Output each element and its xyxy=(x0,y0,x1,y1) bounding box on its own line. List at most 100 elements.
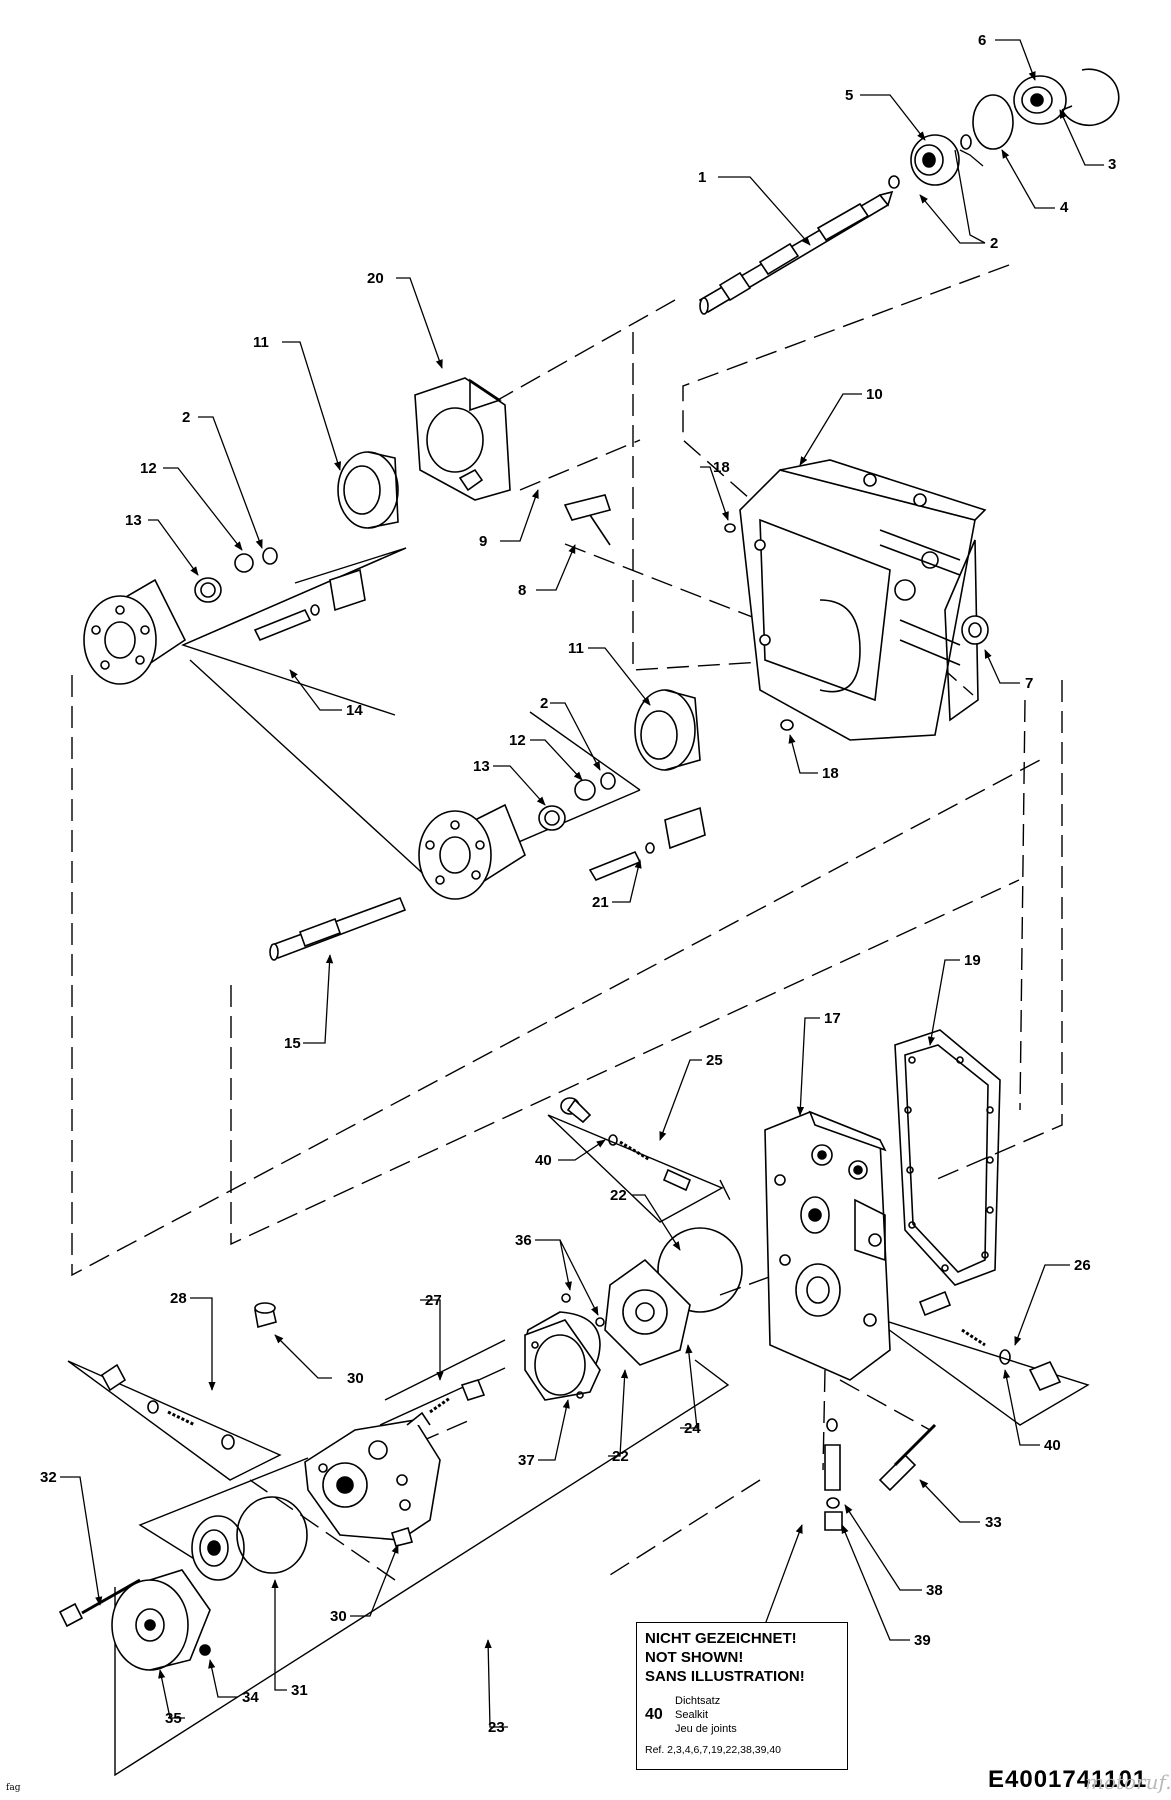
ring-12a xyxy=(234,553,254,573)
charge-pump-24 xyxy=(604,1258,691,1366)
callout-20: 20 xyxy=(367,270,384,287)
ring-2c xyxy=(600,772,616,790)
callout-18: 18 xyxy=(822,765,839,782)
sealkit-en: Sealkit xyxy=(675,1709,709,1721)
pin-36 xyxy=(561,1293,605,1327)
callout-13: 13 xyxy=(473,758,490,775)
callout-8: 8 xyxy=(518,582,527,599)
plug-30b xyxy=(391,1526,413,1547)
callout-37: 37 xyxy=(518,1452,535,1469)
callout-6: 6 xyxy=(978,32,987,49)
callout-2: 2 xyxy=(540,695,549,712)
bolt-33 xyxy=(878,1423,937,1492)
callout-1: 1 xyxy=(698,169,707,186)
callout-26: 26 xyxy=(1074,1257,1091,1274)
nut-9 xyxy=(458,468,484,492)
callout-21: 21 xyxy=(592,894,609,911)
cylinder-block-21 xyxy=(418,803,526,900)
callout-28: 28 xyxy=(170,1290,187,1307)
bearing-31 xyxy=(191,1515,245,1581)
notice-line-de: NICHT GEZEICHNET! xyxy=(645,1630,797,1647)
valve-27-parts xyxy=(406,1379,486,1426)
fan-hub-35 xyxy=(111,1569,211,1671)
input-shaft-15 xyxy=(269,896,407,961)
callout-36: 36 xyxy=(515,1232,532,1249)
notice-line-en: NOT SHOWN! xyxy=(645,1649,744,1666)
callout-34: 34 xyxy=(242,1689,259,1706)
dowel-18a xyxy=(724,523,736,533)
corner-mark: fag xyxy=(6,1783,21,1793)
washer-4 xyxy=(972,94,1014,150)
callout-19: 19 xyxy=(964,952,981,969)
o-ring-22a xyxy=(657,1227,743,1313)
callout-27: 27 xyxy=(425,1292,442,1309)
callout-17: 17 xyxy=(824,1010,841,1027)
sealkit-ref: Ref. 2,3,4,6,7,19,22,38,39,40 xyxy=(645,1744,782,1756)
o-ring-38 xyxy=(826,1497,840,1509)
output-shaft xyxy=(698,190,894,315)
callout-30: 30 xyxy=(330,1608,347,1625)
callout-22: 22 xyxy=(610,1187,627,1204)
spring-13b xyxy=(538,805,566,831)
center-section-17 xyxy=(764,1110,891,1381)
spring-set-21 xyxy=(588,806,706,882)
sealkit-number: 40 xyxy=(645,1706,663,1723)
drawing-code: E4001741101 xyxy=(988,1766,1148,1793)
callout-40: 40 xyxy=(1044,1437,1061,1454)
ring-12b xyxy=(574,779,596,801)
callout-12: 12 xyxy=(509,732,526,749)
screw-34 xyxy=(199,1644,211,1656)
thrust-bearing-11a xyxy=(337,451,399,529)
bearing-6 xyxy=(1013,75,1067,125)
callout-35: 35 xyxy=(165,1710,182,1727)
spring-13a xyxy=(194,577,222,603)
bearing-5 xyxy=(910,134,960,186)
callout-31: 31 xyxy=(291,1682,308,1699)
housing-10 xyxy=(739,459,987,741)
callout-24: 24 xyxy=(684,1420,701,1437)
end-cover-27 xyxy=(304,1419,441,1541)
spring-set-14 xyxy=(253,568,366,642)
check-valve-25 xyxy=(560,1097,692,1192)
dowel-18b xyxy=(780,719,794,731)
callout-2: 2 xyxy=(990,235,999,252)
charge-cover-37 xyxy=(524,1319,601,1401)
callout-15: 15 xyxy=(284,1035,301,1052)
arm-8 xyxy=(563,494,612,521)
callout-18: 18 xyxy=(713,459,730,476)
callout-40: 40 xyxy=(535,1152,552,1169)
watermark: motoruf.de xyxy=(1085,1770,1171,1794)
sealkit-names: Dichtsatz Sealkit Jeu de joints xyxy=(675,1694,737,1736)
callout-2: 2 xyxy=(182,409,191,426)
ring-2b xyxy=(262,547,278,565)
notice-line-fr: SANS ILLUSTRATION! xyxy=(645,1668,805,1685)
seal-7 xyxy=(961,615,989,645)
callout-12: 12 xyxy=(140,460,157,477)
callout-14: 14 xyxy=(346,702,363,719)
callout-7: 7 xyxy=(1025,675,1034,692)
sealkit-entry: 40 Dichtsatz Sealkit Jeu de joints xyxy=(645,1694,839,1736)
callout-5: 5 xyxy=(845,87,854,104)
valve-28-parts xyxy=(100,1363,235,1450)
cylinder-block-14 xyxy=(83,578,187,685)
end-cap-20 xyxy=(414,377,511,501)
sealkit-de: Dichtsatz xyxy=(675,1695,721,1707)
o-ring-31 xyxy=(236,1496,308,1574)
callout-25: 25 xyxy=(706,1052,723,1069)
callout-30: 30 xyxy=(347,1370,364,1387)
thrust-bearing-11b xyxy=(634,689,701,771)
sealkit-fr: Jeu de joints xyxy=(675,1723,737,1735)
gasket-19 xyxy=(894,1029,1001,1286)
callout-22: 22 xyxy=(612,1448,629,1465)
callout-13: 13 xyxy=(125,512,142,529)
callout-11: 11 xyxy=(568,640,584,657)
plug-39 xyxy=(824,1511,843,1531)
check-valve-29 xyxy=(824,1418,843,1531)
callout-3: 3 xyxy=(1108,156,1117,173)
not-shown-notice: NICHT GEZEICHNET! NOT SHOWN! SANS ILLUST… xyxy=(636,1622,848,1770)
callout-38: 38 xyxy=(926,1582,943,1599)
callout-39: 39 xyxy=(914,1632,931,1649)
callout-23: 23 xyxy=(488,1719,505,1736)
snap-ring-3 xyxy=(1061,68,1120,127)
